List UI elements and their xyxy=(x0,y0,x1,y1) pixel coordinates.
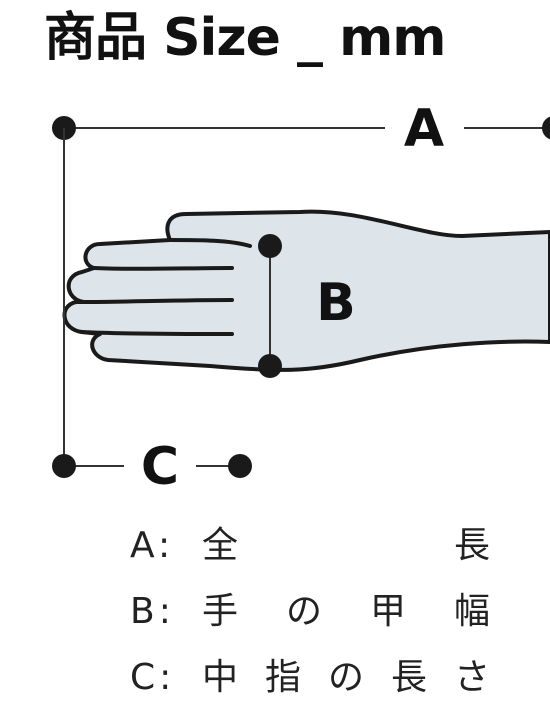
legend-key-b: B: xyxy=(130,591,175,632)
dimension-b: B xyxy=(258,234,356,378)
legend-char: 長 xyxy=(390,657,427,698)
finger-line-1 xyxy=(92,266,234,271)
glove-body xyxy=(62,209,550,372)
legend-row-b: B: 手 の 甲 幅 xyxy=(130,594,490,630)
dimension-b-bottom-dot xyxy=(258,354,282,378)
legend-desc-b: 手の甲幅 xyxy=(202,594,490,630)
legend-desc-c: 中指の長さ xyxy=(202,660,490,696)
legend-char: 指 xyxy=(264,657,301,698)
dimension-a-end-dot xyxy=(542,116,550,140)
page-title: 商品 Size _ mm xyxy=(44,8,446,68)
legend-char: さ xyxy=(453,657,490,698)
legend-char: 中 xyxy=(202,657,239,698)
legend-key-a: A: xyxy=(130,525,175,566)
legend-desc-c-text: 中指の長さ xyxy=(202,660,490,696)
dimension-a-label: A xyxy=(404,99,444,159)
dimension-c-label: C xyxy=(141,437,179,497)
finger-line-3 xyxy=(80,330,234,336)
finger-line-2 xyxy=(82,298,234,304)
glove-shape xyxy=(62,209,550,372)
legend-char: の xyxy=(285,591,322,632)
dimension-a: A xyxy=(52,99,550,159)
legend-key-c: C: xyxy=(130,657,176,698)
legend-char: 手 xyxy=(202,591,239,632)
dimension-c: C xyxy=(52,437,252,497)
legend-desc-a: 全長 xyxy=(202,528,490,564)
dimension-b-top-dot xyxy=(258,234,282,258)
dimension-c-start-dot xyxy=(52,454,76,478)
legend-row-c: C: 中指の長さ xyxy=(130,660,490,696)
thumb-line xyxy=(168,238,252,248)
dimension-b-label: B xyxy=(316,273,356,333)
legend-desc-a-text: 全長 xyxy=(202,528,490,564)
legend-char: 幅 xyxy=(453,591,490,632)
legend-char: 長 xyxy=(453,525,490,566)
dimension-c-end-dot xyxy=(228,454,252,478)
legend-char: の xyxy=(327,657,364,698)
legend-desc-b-text: 手の甲幅 xyxy=(202,594,490,630)
legend-row-a: A: 全長 xyxy=(130,528,490,564)
legend-char: 甲 xyxy=(369,591,406,632)
legend-char: 全 xyxy=(202,525,239,566)
